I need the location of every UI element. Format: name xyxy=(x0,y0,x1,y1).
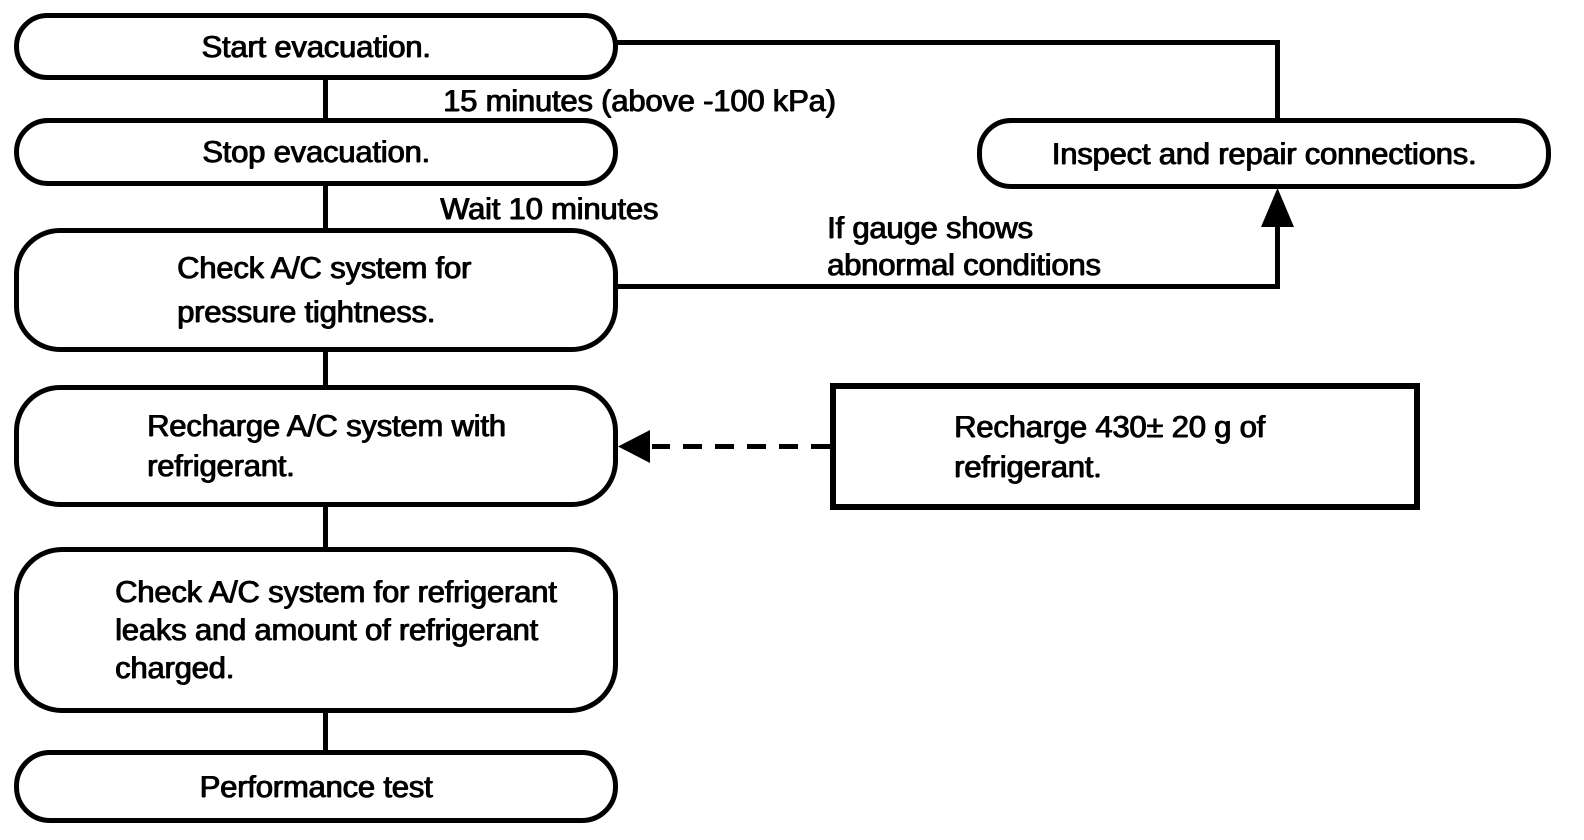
node-check-pressure-tightness-label: Check A/C system for pressure tightness. xyxy=(177,250,472,329)
edge-label-evacuation-time: 15 minutes (above -100 kPa) xyxy=(443,83,836,118)
node-performance-test: Performance test xyxy=(14,750,618,823)
node-performance-test-label: Performance test xyxy=(199,768,433,804)
node-recharge-system-label: Recharge A/C system with refrigerant. xyxy=(147,408,506,483)
node-recharge-amount-note-label: Recharge 430± 20 g of refrigerant. xyxy=(954,408,1265,484)
node-inspect-repair-connections-label: Inspect and repair connections. xyxy=(1051,135,1477,171)
node-recharge-amount-note: Recharge 430± 20 g of refrigerant. xyxy=(830,383,1420,510)
node-recharge-system: Recharge A/C system with refrigerant. xyxy=(14,385,618,507)
node-start-evacuation-label: Start evacuation. xyxy=(201,28,431,64)
connector-inspect-start-loop xyxy=(617,40,1280,120)
arrowhead-up-into-inspect xyxy=(1261,188,1294,227)
node-check-refrigerant-leaks-label: Check A/C system for refrigerant leaks a… xyxy=(115,574,557,685)
arrowhead-left-into-recharge xyxy=(618,430,650,463)
edge-label-abnormal-conditions: If gauge shows abnormal conditions xyxy=(827,210,1101,282)
node-check-pressure-tightness: Check A/C system for pressure tightness. xyxy=(14,228,618,352)
node-start-evacuation: Start evacuation. xyxy=(14,13,618,80)
node-inspect-repair-connections: Inspect and repair connections. xyxy=(977,118,1551,189)
node-check-refrigerant-leaks: Check A/C system for refrigerant leaks a… xyxy=(14,547,618,713)
node-stop-evacuation-label: Stop evacuation. xyxy=(202,134,430,169)
connector-check-inspect xyxy=(617,224,1280,289)
node-stop-evacuation: Stop evacuation. xyxy=(14,118,618,186)
edge-label-wait-10-minutes: Wait 10 minutes xyxy=(440,191,659,226)
